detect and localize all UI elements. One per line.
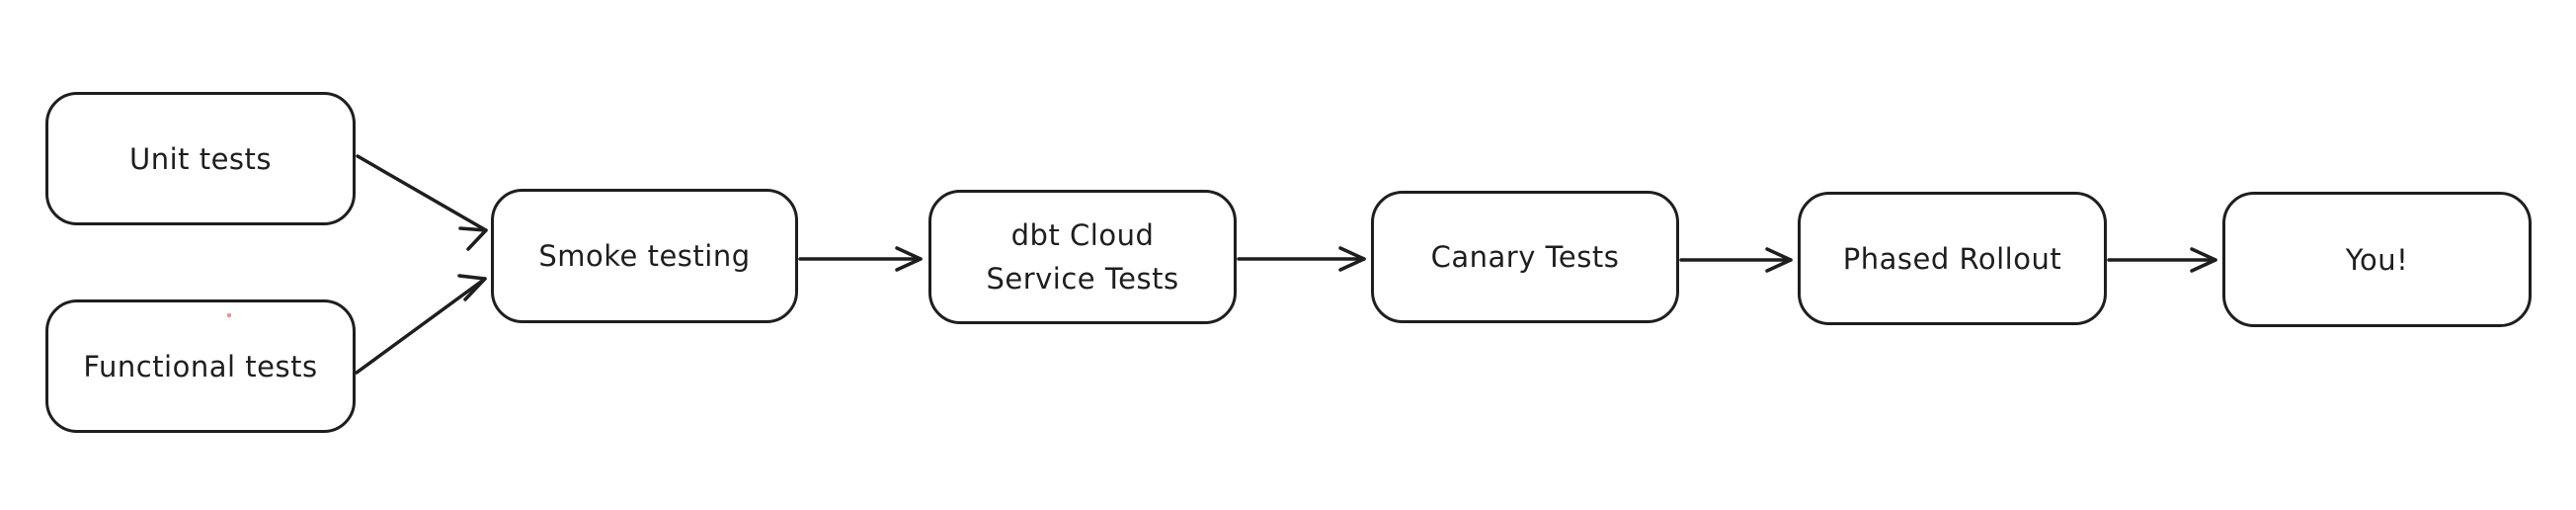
node-smoke-testing[interactable]: Smoke testing <box>491 189 798 323</box>
node-unit-tests[interactable]: Unit tests <box>45 92 356 225</box>
edge-smoke-testing-to-dbt-cloud-service-tests[interactable] <box>798 246 923 272</box>
node-you-label: You! <box>2345 242 2409 277</box>
stray-red-dot-artifact <box>227 313 231 317</box>
edge-dbt-cloud-service-tests-to-canary-tests[interactable] <box>1237 246 1366 272</box>
node-phased-rollout-label: Phased Rollout <box>1842 241 2062 276</box>
edge-canary-tests-to-phased-rollout[interactable] <box>1679 247 1793 273</box>
node-smoke-testing-label: Smoke testing <box>538 239 751 273</box>
node-unit-tests-label: Unit tests <box>128 141 273 176</box>
node-dbt-cloud-service-tests-label: dbt Cloud Service Tests <box>986 218 1179 296</box>
edge-phased-rollout-to-you[interactable] <box>2107 247 2217 273</box>
node-dbt-cloud-service-tests[interactable]: dbt Cloud Service Tests <box>928 190 1237 324</box>
node-functional-tests-label: Functional tests <box>83 349 318 383</box>
node-canary-tests-label: Canary Tests <box>1430 240 1620 274</box>
node-canary-tests[interactable]: Canary Tests <box>1371 191 1679 323</box>
edge-unit-tests-to-smoke-testing[interactable] <box>356 154 488 251</box>
node-you[interactable]: You! <box>2222 192 2532 327</box>
node-functional-tests[interactable]: Functional tests <box>45 299 356 433</box>
node-phased-rollout[interactable]: Phased Rollout <box>1798 192 2107 325</box>
edge-functional-tests-to-smoke-testing[interactable] <box>355 274 487 375</box>
